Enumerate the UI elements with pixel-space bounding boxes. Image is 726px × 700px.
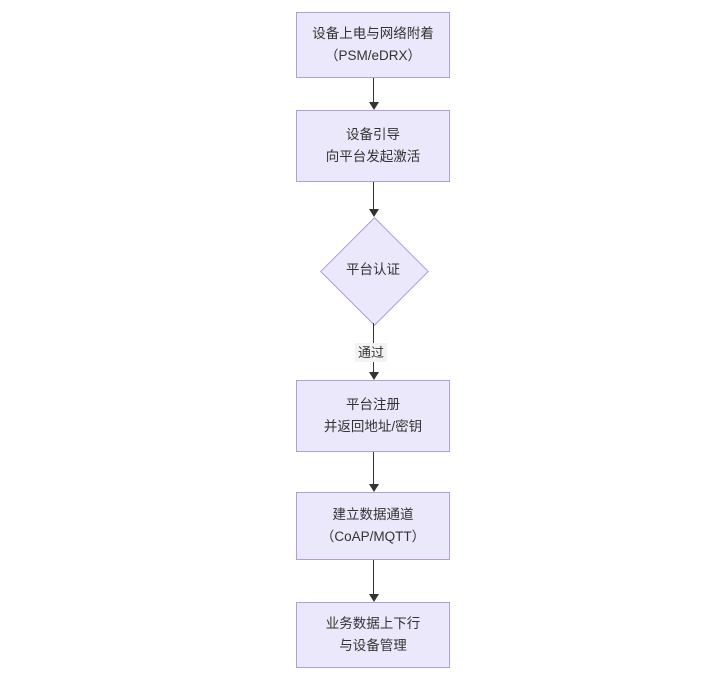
flow-node-platform-auth[interactable]: 平台认证 — [319, 216, 429, 326]
arrowhead-icon — [369, 209, 379, 217]
node-label-line1: 平台注册 — [346, 397, 400, 412]
connector-line — [373, 560, 374, 594]
node-label-line2: 与设备管理 — [339, 638, 407, 653]
node-label-line1: 建立数据通道 — [332, 507, 414, 522]
arrowhead-icon — [369, 484, 379, 492]
connector-line — [373, 182, 374, 209]
node-label-line1: 设备引导 — [346, 127, 400, 142]
flow-node-business-data[interactable]: 业务数据上下行 与设备管理 — [296, 602, 450, 668]
flow-node-data-channel[interactable]: 建立数据通道 （CoAP/MQTT） — [296, 492, 450, 560]
connector-line — [373, 452, 374, 484]
node-label-line2: （PSM/eDRX） — [324, 48, 422, 63]
arrowhead-icon — [369, 102, 379, 110]
node-label-line1: 业务数据上下行 — [325, 616, 421, 631]
edge-label-pass: 通过 — [355, 343, 388, 362]
node-label-line2: 并返回地址/密钥 — [323, 419, 423, 434]
flow-node-platform-register[interactable]: 平台注册 并返回地址/密钥 — [296, 380, 450, 452]
node-label-line1: 设备上电与网络附着 — [312, 26, 434, 41]
flow-node-power-on[interactable]: 设备上电与网络附着 （PSM/eDRX） — [296, 12, 450, 78]
node-label-line1: 平台认证 — [346, 262, 400, 277]
arrowhead-icon — [369, 594, 379, 602]
connector-line — [373, 78, 374, 102]
flow-node-device-bootstrap[interactable]: 设备引导 向平台发起激活 — [296, 110, 450, 182]
node-label-line2: （CoAP/MQTT） — [320, 529, 426, 544]
arrowhead-icon — [369, 372, 379, 380]
node-label-line2: 向平台发起激活 — [325, 149, 421, 164]
